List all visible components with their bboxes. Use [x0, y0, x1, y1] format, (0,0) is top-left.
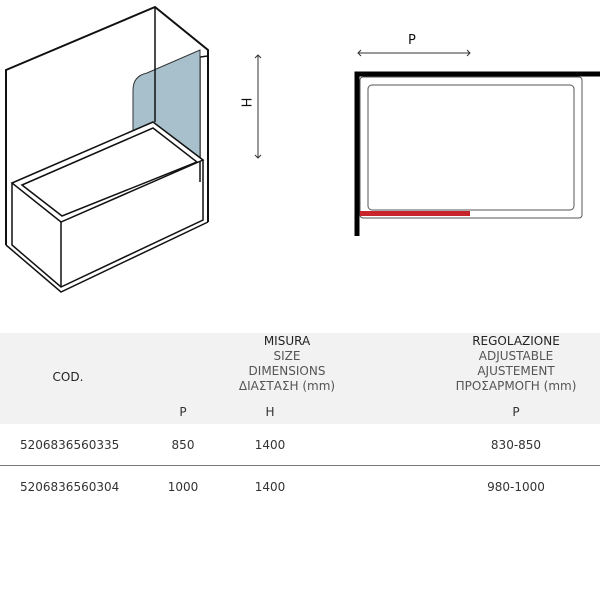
adjust-header-it: REGOLAZIONE	[472, 334, 560, 348]
row-p: 1000	[167, 480, 199, 494]
row-h: 1400	[254, 480, 286, 494]
adjust-header-fr: AJUSTEMENT	[477, 364, 555, 378]
code-header: COD.	[52, 370, 84, 384]
table-header	[0, 333, 600, 424]
row-adjust: 980-1000	[487, 480, 545, 494]
adjust-header-gr: ΠΡΟΣΑΡΜΟΓΗ (mm)	[455, 379, 577, 393]
row-code: 5206836560304	[20, 480, 120, 494]
product-drawings	[5, 5, 600, 293]
size-header-en: SIZE	[273, 349, 301, 363]
row-divider	[0, 465, 600, 466]
row-p: 850	[171, 438, 195, 452]
height-label: H	[237, 97, 253, 108]
height-dimension-arrow	[254, 54, 262, 159]
row-h: 1400	[254, 438, 286, 452]
size-p-header: P	[179, 405, 187, 419]
adjust-header: REGOLAZIONE ADJUSTABLE AJUSTEMENT ΠΡΟΣΑΡ…	[426, 334, 600, 394]
bathtub-screen-perspective-drawing	[5, 5, 209, 293]
size-header-gr: ΔΙΑΣΤΑΣΗ (mm)	[238, 379, 336, 393]
width-dimension-arrow	[357, 49, 471, 57]
width-label: P	[408, 33, 416, 48]
row-code: 5206836560335	[20, 438, 120, 452]
size-header-it: MISURA	[263, 334, 311, 348]
profile-red-bar	[360, 211, 470, 216]
row-adjust: 830-850	[490, 438, 542, 452]
adjust-p-header: P	[512, 405, 520, 419]
adjust-header-en: ADJUSTABLE	[478, 349, 554, 363]
size-header-fr: DIMENSIONS	[248, 364, 326, 378]
size-h-header: H	[265, 405, 275, 419]
size-header: MISURA SIZE DIMENSIONS ΔΙΑΣΤΑΣΗ (mm)	[207, 334, 367, 394]
plan-view-drawing	[354, 71, 600, 236]
